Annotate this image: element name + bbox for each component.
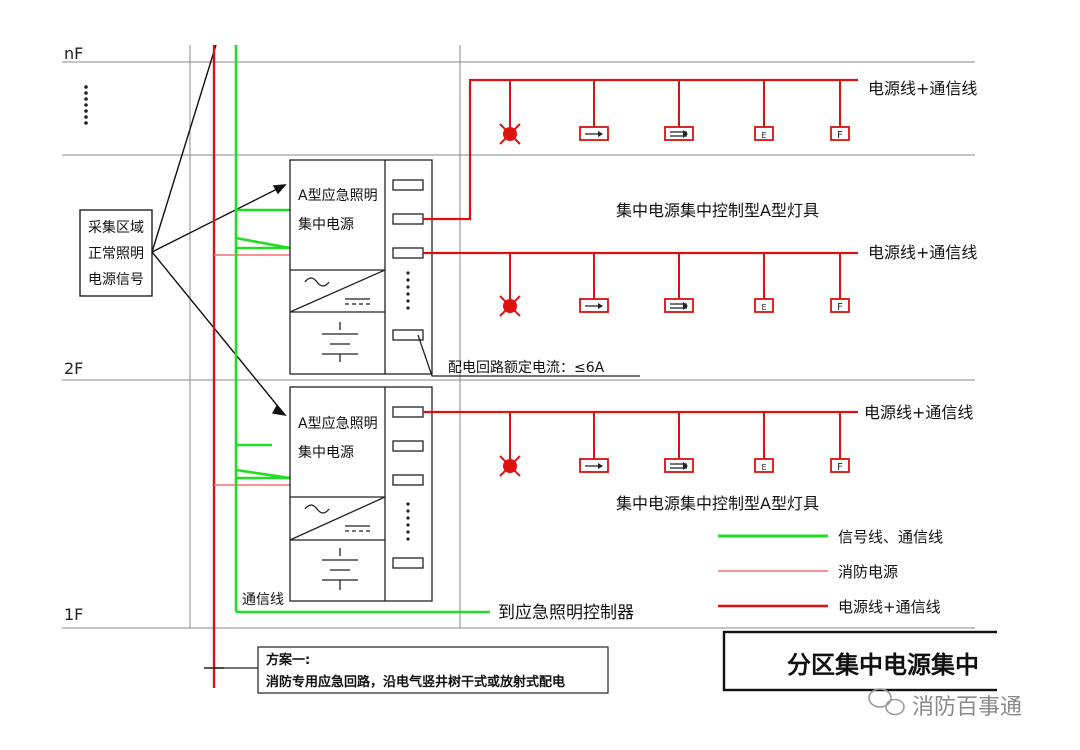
- floor-ellipsis-dots: [84, 85, 88, 125]
- floor-sign-fixture: F: [830, 412, 850, 473]
- legend-label-signal: 信号线、通信线: [838, 528, 943, 546]
- floor-label-1f: 1F: [64, 605, 83, 624]
- exit-sign-fixture: E: [754, 80, 774, 141]
- scheme-desc: 消防专用应急回路，沿电气竖井树干式或放射式配电: [266, 674, 565, 690]
- fire-lamp-fixture: [499, 80, 521, 145]
- floor-sign-fixture: F: [830, 253, 850, 313]
- floor-label-2f: 2F: [64, 359, 83, 378]
- area-signal-box: 采集区域 正常照明 电源信号: [79, 209, 153, 297]
- comm-line-network: [234, 45, 490, 614]
- wechat-icon: [868, 688, 905, 716]
- power-unit-1f: [289, 386, 433, 602]
- exit-sign-glyph: E: [761, 303, 766, 312]
- fire-lamp-fixture: [499, 412, 521, 477]
- area-box-line2: 正常照明: [88, 246, 144, 262]
- double-direction-sign-fixture: [664, 80, 694, 141]
- unit-1f-title-line1: A型应急照明: [298, 415, 378, 432]
- fire-power-feeders: [214, 254, 290, 486]
- to-controller-label: 到应急照明控制器: [498, 603, 634, 623]
- fire-lamp-fixture: [499, 253, 521, 317]
- direction-sign-fixture: [579, 253, 609, 313]
- area-box-line1: 采集区域: [88, 219, 144, 236]
- legend-label-fire-power: 消防电源: [838, 563, 898, 581]
- power-unit-2f: [289, 159, 433, 375]
- floor-sign-glyph: F: [837, 462, 843, 473]
- floor-sign-fixture: F: [830, 80, 850, 141]
- exit-sign-glyph: E: [761, 463, 766, 472]
- watermark-text: 消防百事通: [912, 695, 1022, 720]
- current-note-leader: [417, 334, 640, 377]
- unit-1f-title-line2: 集中电源: [298, 444, 354, 461]
- double-direction-sign-fixture: [664, 253, 694, 313]
- legend: 信号线、通信线 消防电源 电源线+通信线: [718, 528, 943, 616]
- area-box-line3: 电源信号: [88, 272, 144, 288]
- unit-2f-title-line2: 集中电源: [298, 216, 354, 233]
- floor-sign-glyph: F: [837, 302, 843, 313]
- title-box: 分区集中电源集中: [722, 628, 1080, 698]
- watermark: 消防百事通: [868, 688, 1022, 720]
- unit-2f-ellipsis: [406, 271, 410, 310]
- circuit-label-1f: 电源线+通信线: [864, 403, 973, 422]
- exit-sign-fixture: E: [754, 253, 774, 313]
- title-text: 分区集中电源集中: [787, 651, 979, 679]
- unit-1f-ellipsis: [406, 502, 410, 541]
- scheme-note: 方案一: 消防专用应急回路，沿电气竖井树干式或放射式配电: [214, 646, 609, 694]
- direction-sign-fixture: [579, 412, 609, 473]
- luminaire-caption-2f: 集中电源集中控制型A型灯具: [616, 201, 819, 220]
- luminaire-caption-1f: 集中电源集中控制型A型灯具: [616, 494, 819, 513]
- unit-2f-title-line1: A型应急照明: [298, 187, 378, 204]
- floor-label-nf: nF: [64, 44, 83, 63]
- circuit-label-2f: 电源线+通信线: [868, 243, 977, 262]
- floor-sign-glyph: F: [837, 130, 843, 141]
- legend-label-power-comm: 电源线+通信线: [838, 598, 941, 616]
- direction-sign-fixture: [579, 80, 609, 141]
- circuit-lines: [423, 78, 858, 414]
- exit-sign-fixture: E: [754, 412, 774, 473]
- current-note: 配电回路额定电流：≤6A: [448, 360, 605, 376]
- scheme-title: 方案一:: [266, 652, 310, 668]
- comm-line-label: 通信线: [242, 592, 284, 608]
- exit-sign-glyph: E: [761, 131, 766, 140]
- signal-leader-lines: [151, 44, 287, 417]
- circuit-label-nf: 电源线+通信线: [868, 79, 977, 98]
- double-direction-sign-fixture: [664, 412, 694, 473]
